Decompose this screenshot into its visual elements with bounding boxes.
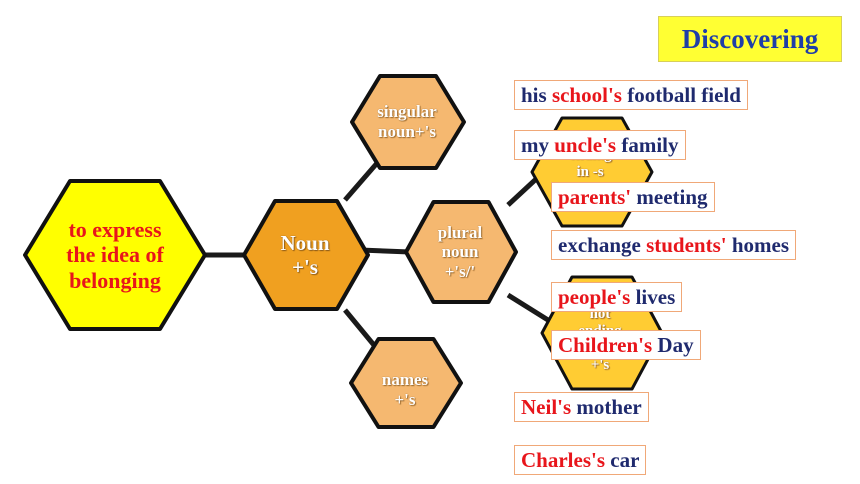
example-neil: Neil's mother: [514, 392, 649, 422]
example-uncle: my uncle's family: [514, 130, 686, 160]
main-idea-hexagon: [23, 179, 207, 331]
plural-node-label: plural noun +'s/': [437, 222, 483, 281]
example-students: exchange students' homes: [551, 230, 797, 260]
singular-hexagon: [350, 74, 466, 170]
singular-node-label: singular noun+'s: [377, 102, 437, 141]
main-idea-label: to express the idea of belonging: [66, 217, 164, 293]
connector-noun-plural: [359, 247, 411, 255]
example-charles: Charles's car: [514, 445, 647, 475]
example-parents: parents' meeting: [551, 182, 715, 212]
noun-hexagon: [242, 199, 370, 311]
discovering-title: Discovering: [658, 16, 842, 62]
example-school: his school's football field: [514, 80, 748, 110]
names-node-label: names +'s: [381, 370, 429, 409]
example-people: people's lives: [551, 282, 683, 312]
example-children: Children's Day: [551, 330, 701, 360]
connector-noun-singular: [343, 160, 380, 202]
names-hexagon: [349, 337, 463, 429]
connector-plural-notending: [506, 292, 550, 323]
noun-node-label: Noun +'s: [280, 230, 330, 279]
plural-hexagon: [404, 200, 518, 304]
connector-noun-names: [343, 308, 380, 352]
